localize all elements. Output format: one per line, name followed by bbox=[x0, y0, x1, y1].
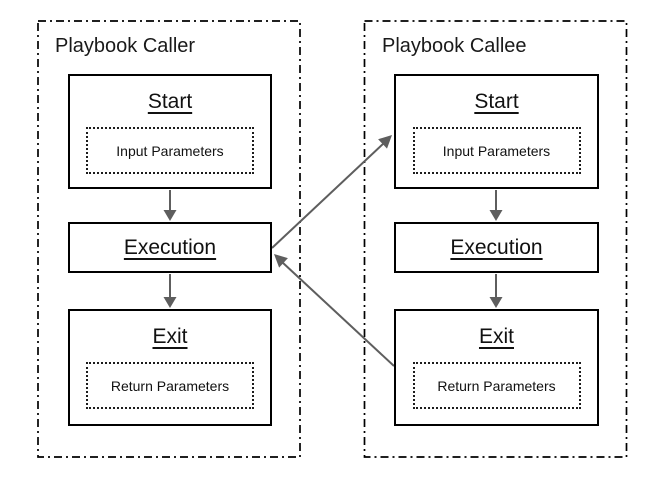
arrowhead-callee-exit-to-caller-execution bbox=[274, 254, 288, 268]
caller-start-node: Start Input Parameters bbox=[68, 74, 272, 189]
callee-return-parameters-box: Return Parameters bbox=[412, 362, 581, 409]
arrow-callee-exit-to-caller-execution bbox=[281, 261, 395, 367]
caller-start-label: Start bbox=[147, 90, 193, 113]
caller-return-parameters-box: Return Parameters bbox=[86, 362, 254, 409]
caller-input-parameters-box: Input Parameters bbox=[86, 127, 254, 174]
callee-input-parameters-label: Input Parameters bbox=[442, 142, 551, 159]
callee-return-parameters-label: Return Parameters bbox=[437, 377, 556, 394]
caller-execution-node: Execution bbox=[68, 222, 272, 273]
caller-exit-label: Exit bbox=[152, 325, 188, 348]
callee-exit-node: Exit Return Parameters bbox=[394, 309, 599, 426]
callee-start-label: Start bbox=[474, 90, 519, 113]
callee-exit-label: Exit bbox=[478, 325, 514, 348]
caller-exit-node: Exit Return Parameters bbox=[68, 309, 272, 426]
callee-execution-label: Execution bbox=[450, 235, 543, 259]
arrowhead-caller-execution-to-exit bbox=[163, 297, 177, 308]
callee-input-parameters-box: Input Parameters bbox=[412, 127, 581, 174]
caller-input-parameters-label: Input Parameters bbox=[116, 142, 224, 159]
caller-execution-label: Execution bbox=[123, 235, 217, 259]
caller-return-parameters-label: Return Parameters bbox=[110, 377, 230, 394]
arrowhead-callee-start-to-execution bbox=[489, 210, 503, 221]
arrowhead-caller-execution-to-callee-start bbox=[378, 135, 392, 149]
callee-panel-title: Playbook Callee bbox=[382, 35, 527, 57]
caller-panel-title: Playbook Caller bbox=[55, 35, 196, 57]
callee-execution-node: Execution bbox=[394, 222, 599, 273]
arrowhead-callee-execution-to-exit bbox=[489, 297, 503, 308]
arrowhead-caller-start-to-execution bbox=[163, 210, 177, 221]
arrow-caller-execution-to-callee-start bbox=[271, 142, 385, 249]
callee-start-node: Start Input Parameters bbox=[394, 74, 599, 189]
